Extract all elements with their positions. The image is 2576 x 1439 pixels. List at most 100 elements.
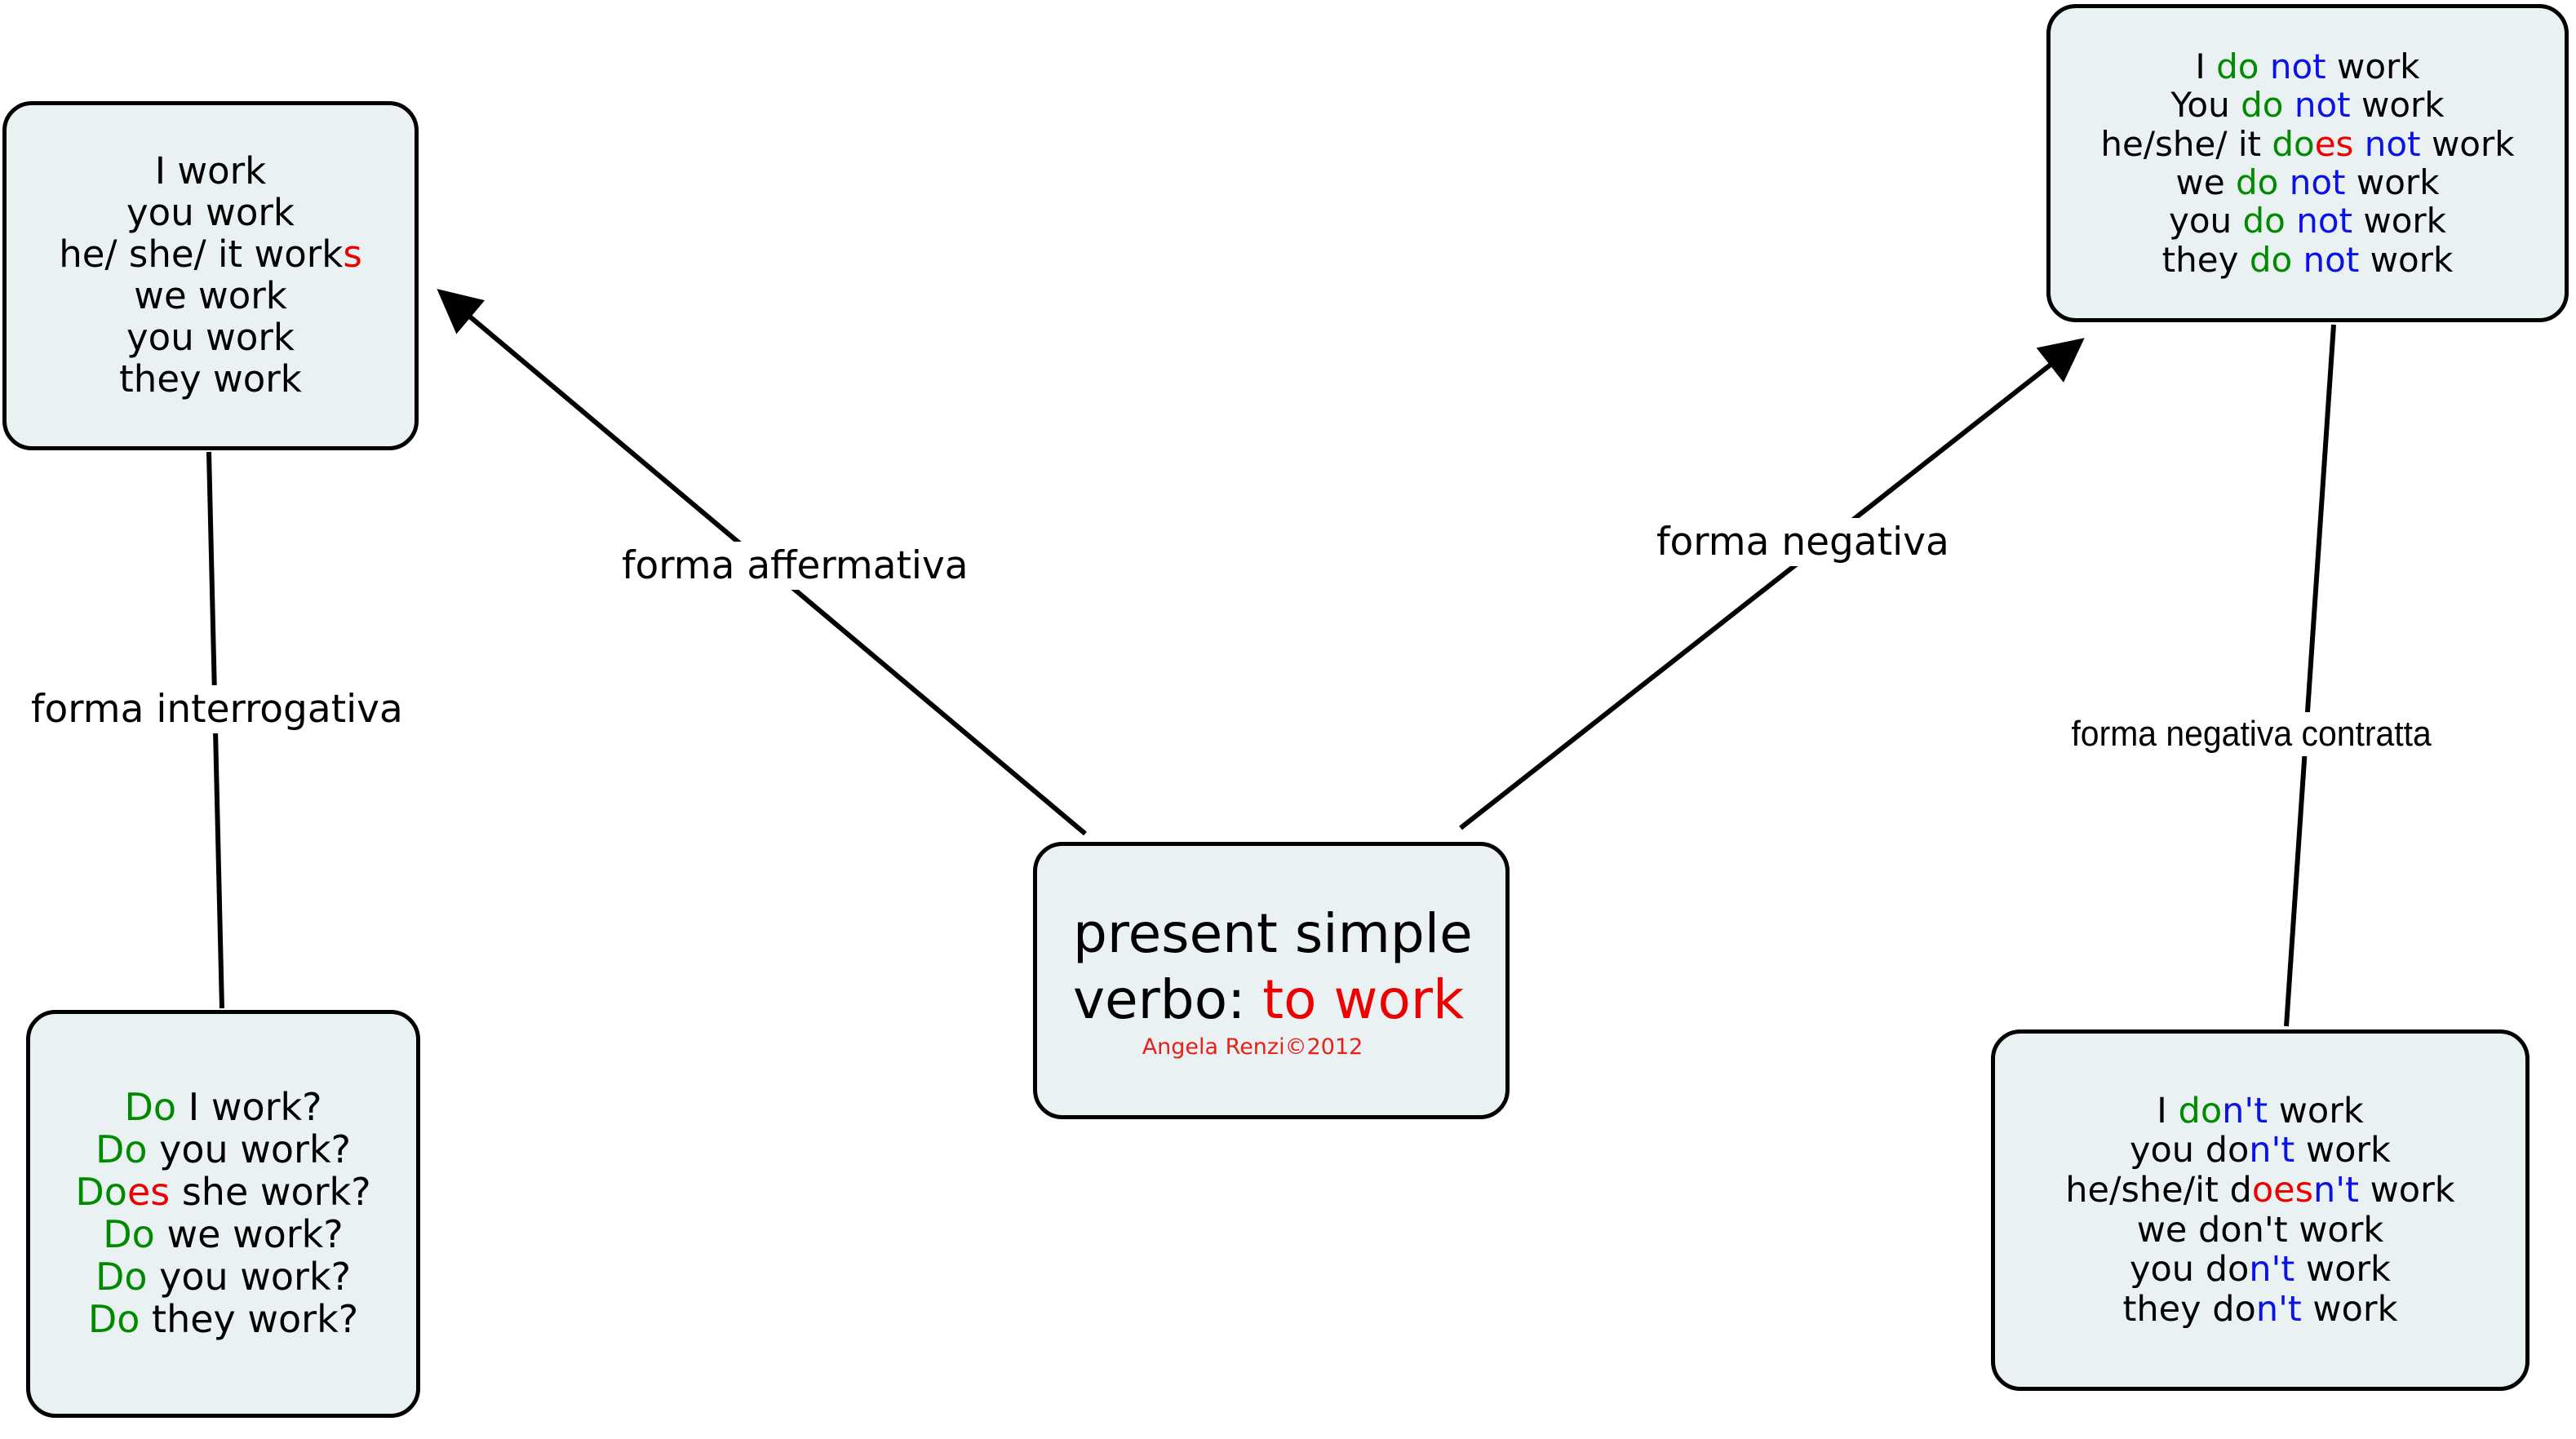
conjugation-segment: work xyxy=(2268,1090,2364,1131)
conjugation-segment: he/ she/ it work xyxy=(59,232,344,277)
connector-negative-to-contracted xyxy=(2284,324,2336,1027)
center-node-present-simple[interactable]: present simple verbo: to work Angela Ren… xyxy=(1033,842,1510,1119)
conjugation-segment: es xyxy=(126,1170,171,1215)
edge-label-forma-negativa: forma negativa xyxy=(1650,518,1956,566)
conjugation-line: you work xyxy=(126,191,295,235)
edge-label-forma-affermativa: forma affermativa xyxy=(615,542,975,590)
conjugation-segment: work xyxy=(2352,201,2447,241)
conjugation-line: I work xyxy=(155,151,266,193)
author-credit: Angela Renzi©2012 xyxy=(1142,1034,1363,1060)
conjugation-segment: they work? xyxy=(140,1296,359,1341)
conjugation-segment xyxy=(2278,162,2289,202)
conjugation-segment: Do xyxy=(87,1296,140,1341)
conjugation-segment: do xyxy=(2249,239,2293,280)
conjugation-segment: you work xyxy=(126,191,295,235)
conjugation-segment: You xyxy=(2170,85,2241,126)
conjugation-segment: work xyxy=(2350,85,2445,126)
conjugation-segment: do xyxy=(2242,201,2286,241)
conjugation-segment: we don't work xyxy=(2136,1209,2384,1251)
conjugation-segment xyxy=(2286,201,2296,241)
conjugation-segment: we work xyxy=(134,274,287,317)
conjugation-segment: he/she/it d xyxy=(2065,1169,2252,1211)
conjugation-segment: work xyxy=(2420,123,2515,164)
conjugation-line: you work xyxy=(126,317,295,359)
conjugation-line: Do you work? xyxy=(95,1254,352,1299)
conjugation-segment: n't xyxy=(2313,1169,2359,1211)
conjugation-segment: not xyxy=(2289,162,2346,202)
conjugation-line: he/ she/ it works xyxy=(59,232,362,277)
conjugation-segment: do xyxy=(2272,123,2315,164)
conjugation-segment: Do xyxy=(103,1212,155,1256)
conjugation-segment: Do xyxy=(75,1170,127,1215)
conjugation-line: I do not work xyxy=(2195,46,2420,86)
conjugation-segment: Do xyxy=(95,1254,148,1299)
conjugation-line: they do not work xyxy=(2162,241,2454,279)
conjugation-segment: not xyxy=(2294,85,2351,126)
conjugation-line: you don't work xyxy=(2130,1250,2391,1290)
conjugation-segment: work xyxy=(2358,1169,2455,1211)
conjugation-segment: do xyxy=(2236,162,2279,202)
conjugation-line: we don't work xyxy=(2136,1209,2384,1251)
center-title-line2: verbo: to work xyxy=(1055,967,1464,1034)
conjugation-segment xyxy=(2353,124,2364,164)
conjugation-segment: not xyxy=(2296,201,2353,241)
conjugation-line: Do I work? xyxy=(124,1085,321,1130)
conjugation-segment: work xyxy=(2345,162,2440,202)
conjugation-line: I don't work xyxy=(2157,1091,2364,1131)
conjugation-segment: we work? xyxy=(154,1212,344,1256)
conjugation-segment: they xyxy=(2161,239,2250,280)
conjugation-line: you don't work xyxy=(2130,1131,2391,1171)
conjugation-line: Do we work? xyxy=(103,1212,344,1256)
conjugation-line: You do not work xyxy=(2170,86,2444,124)
conjugation-segment: you work xyxy=(126,315,295,359)
conjugation-segment: es xyxy=(2314,123,2354,164)
conjugation-line: they don't work xyxy=(2122,1288,2398,1330)
conjugation-line: he/she/ it does not work xyxy=(2100,123,2515,164)
conjugation-segment: not xyxy=(2269,46,2326,86)
conjugation-line: Does she work? xyxy=(75,1171,370,1214)
edge-label-forma-negativa-contratta: forma negativa contratta xyxy=(2065,712,2438,756)
conjugation-segment: I xyxy=(2157,1090,2179,1131)
conjugation-segment: you work? xyxy=(147,1254,352,1299)
interrogative-form-node[interactable]: Do I work?Do you work?Does she work?Do w… xyxy=(26,1010,420,1418)
conjugation-segment: n't xyxy=(2249,1249,2295,1291)
conjugation-segment: not xyxy=(2364,123,2421,164)
conjugation-segment: work xyxy=(2301,1288,2398,1330)
center-title-line1: present simple xyxy=(1073,901,1473,965)
conjugation-segment: do xyxy=(2216,46,2259,86)
conjugation-line: we work xyxy=(134,274,287,317)
edge-label-forma-interrogativa: forma interrogativa xyxy=(24,685,410,733)
conjugation-segment: Do xyxy=(124,1085,177,1130)
conjugation-segment: not xyxy=(2303,239,2360,280)
conjugation-segment: n't xyxy=(2222,1090,2268,1131)
conjugation-line: Do they work? xyxy=(87,1296,359,1341)
conjugation-segment: you xyxy=(2168,201,2243,241)
conjugation-segment: we xyxy=(2175,162,2237,202)
conjugation-segment: she work? xyxy=(170,1170,371,1215)
conjugation-segment: s xyxy=(343,232,362,277)
conjugation-line: they work xyxy=(119,356,302,401)
conjugation-segment: n't xyxy=(2255,1288,2302,1330)
conjugation-segment: work xyxy=(2325,46,2420,86)
conjugation-line: he/she/it doesn't work xyxy=(2065,1171,2454,1211)
conjugation-segment: do xyxy=(2178,1090,2223,1131)
conjugation-segment xyxy=(2259,46,2269,86)
conjugation-segment xyxy=(2292,240,2303,280)
conjugation-segment: he/she/ it xyxy=(2100,123,2272,164)
conjugation-segment: do xyxy=(2241,85,2284,126)
conjugation-segment: Do xyxy=(95,1127,148,1172)
conjugation-segment: they do xyxy=(2122,1288,2256,1330)
conjugation-line: Do you work? xyxy=(95,1127,351,1172)
center-verb-value: to work xyxy=(1262,967,1465,1031)
conjugation-segment: oes xyxy=(2251,1169,2314,1211)
conjugation-segment: n't xyxy=(2249,1130,2295,1171)
connector-center-to-negative xyxy=(1459,338,2085,830)
conjugation-segment: they work xyxy=(119,356,302,401)
conjugation-segment: I work xyxy=(154,149,267,193)
conjugation-segment: work xyxy=(2359,239,2454,280)
conjugation-segment: I xyxy=(2195,46,2217,86)
